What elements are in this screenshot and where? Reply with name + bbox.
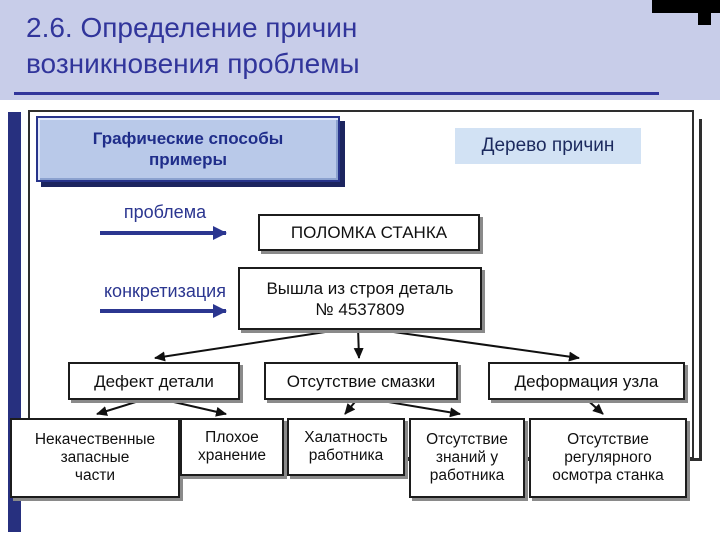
graphic-methods-box: Графические способы примеры [36, 116, 340, 182]
concretization-label: конкретизация [103, 281, 226, 301]
slide-title: 2.6. Определение причин возникновения пр… [26, 10, 360, 82]
node-no-regular-inspection: Отсутствие регулярного осмотра станка [529, 418, 687, 498]
node-no-lubrication: Отсутствие смазки [264, 362, 458, 400]
node-poor-storage: Плохое хранение [180, 418, 284, 476]
node-lack-of-knowledge: Отсутствие знаний у работника [409, 418, 525, 498]
slide-title-line2: возникновения проблемы [26, 48, 360, 79]
cause-tree-label: Дерево причин [455, 128, 641, 164]
node-unit-deformation: Деформация узла [488, 362, 685, 400]
node-root-breakdown: ПОЛОМКА СТАНКА [258, 214, 480, 251]
corner-decoration-square [698, 13, 711, 25]
title-underline [14, 92, 659, 95]
node-part-defect: Дефект детали [68, 362, 240, 400]
slide-header: 2.6. Определение причин возникновения пр… [0, 0, 720, 100]
slide-title-line1: 2.6. Определение причин [26, 12, 358, 43]
panel-shadow-right [699, 119, 702, 461]
node-failed-part: Вышла из строя деталь № 4537809 [238, 267, 482, 330]
problem-label: проблема [123, 202, 207, 222]
corner-decoration-bar [652, 0, 720, 13]
node-worker-negligence: Халатность работника [287, 418, 405, 476]
node-bad-spare-parts: Некачественные запасные части [10, 418, 180, 498]
